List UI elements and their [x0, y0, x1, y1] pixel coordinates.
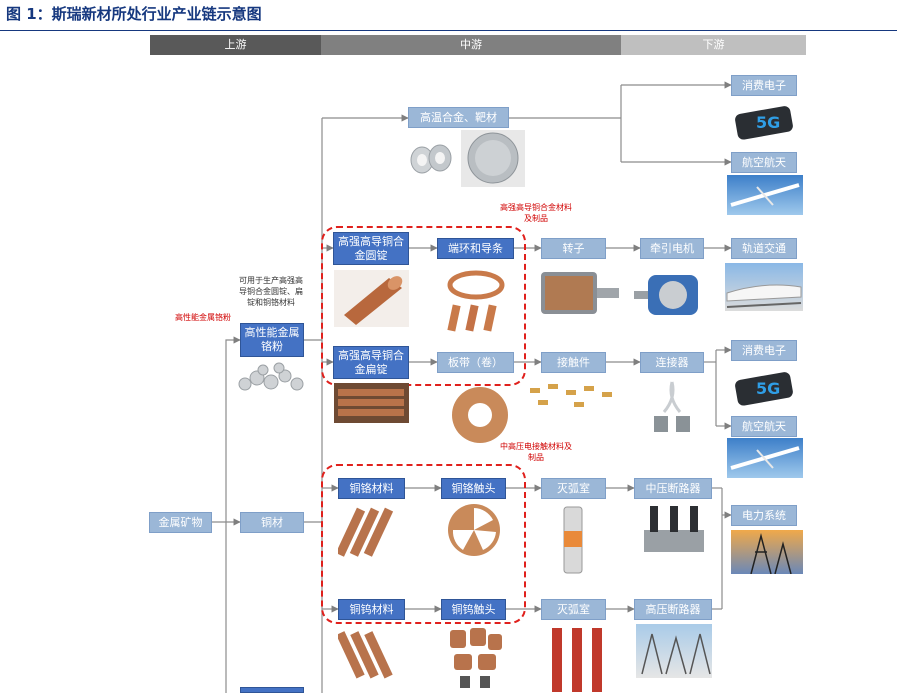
target-disc-image — [461, 130, 525, 187]
contact-parts-image — [524, 378, 622, 412]
node-rings-bars: 端环和导条 — [437, 238, 514, 259]
node-connector: 连接器 — [640, 352, 704, 373]
node-interrupter-1: 灭弧室 — [541, 478, 606, 499]
hv-contact-group — [321, 464, 526, 624]
node-cuw-material: 铜钨材料 — [338, 599, 405, 620]
node-hp-alloy-powder: 高性能金属铬粉 — [240, 323, 304, 357]
copper-coil-image — [446, 385, 514, 445]
power-tower-image — [731, 530, 803, 574]
node-cuw-contact: 铜钨触头 — [441, 599, 506, 620]
node-flat-ingot: 高强高导铜合金扁锭 — [333, 346, 409, 379]
cuw-contact-image — [444, 624, 506, 690]
traction-motor-image — [630, 265, 716, 323]
interrupter-image-1 — [556, 503, 590, 577]
node-rail-transit: 轨道交通 — [731, 238, 797, 259]
hv-contact-products-note: 中高压电接触材料及制品 — [500, 442, 572, 462]
copper-rod-image — [334, 270, 409, 327]
node-traction-motor: 牵引电机 — [640, 238, 704, 259]
mv-breaker-image — [638, 500, 710, 558]
cucr-bars-image — [338, 503, 404, 560]
copper-alloy-products-note: 高强高导铜合金材料及制品 — [500, 203, 572, 223]
node-cucr-contact: 铜铬触头 — [441, 478, 506, 499]
cucr-contact-image — [443, 502, 505, 558]
node-connector-part: 接触件 — [541, 352, 606, 373]
node-round-ingot: 高强高导铜合金圆锭 — [333, 232, 409, 265]
node-high-temp-alloy: 高温合金、靶材 — [408, 107, 509, 128]
node-consumer-electronics-2: 消费电子 — [731, 340, 797, 361]
node-strip-coil: 板带（卷） — [437, 352, 514, 373]
end-rings-bars-image — [438, 265, 513, 333]
copper-alloy-group — [321, 226, 526, 386]
title-rule — [0, 30, 897, 31]
smartphone-5g-image-2: 5G — [730, 364, 796, 406]
node-mv-breaker: 中压断路器 — [634, 478, 712, 499]
hv-substation-image — [636, 624, 712, 678]
aircraft-image-2 — [727, 438, 803, 478]
node-aerospace-2: 航空航天 — [731, 416, 797, 437]
svg-text:5G: 5G — [756, 379, 780, 398]
node-copper-material: 铜材 — [240, 512, 304, 533]
connector-cable-image — [646, 378, 698, 440]
hp-chrome-note: 高性能金属铬粉 — [175, 313, 231, 322]
cuw-bars-image — [338, 625, 404, 683]
node-aerospace-1: 航空航天 — [731, 152, 797, 173]
node-metal-powder: 金属矿物 — [149, 512, 212, 533]
stage-upstream: 上游 — [150, 35, 321, 55]
aircraft-image-1 — [727, 175, 803, 215]
smartphone-5g-image: 5G — [730, 98, 796, 140]
node-hv-breaker: 高压断路器 — [634, 599, 712, 620]
chrome-powder-image — [233, 358, 310, 396]
node-interrupter-2: 灭弧室 — [541, 599, 606, 620]
page-title: 图 1：斯瑞新材所处行业产业链示意图 — [6, 5, 262, 23]
node-consumer-electronics-1: 消费电子 — [731, 75, 797, 96]
node-power-system: 电力系统 — [731, 505, 797, 526]
rotor-image — [529, 262, 621, 324]
node-cucr-material: 铜铬材料 — [338, 478, 405, 499]
powder-usage-note: 可用于生产高强高导铜合金圆锭、扁锭和铜铬材料 — [239, 276, 303, 307]
flat-ingot-image — [334, 383, 409, 423]
node-partial-bottom — [240, 687, 304, 693]
stage-downstream: 下游 — [621, 35, 806, 55]
alloy-rolls-image — [408, 140, 453, 178]
interrupter-image-2 — [544, 624, 610, 693]
stage-midstream: 中游 — [321, 35, 621, 55]
svg-text:5G: 5G — [756, 113, 780, 132]
node-rotor: 转子 — [541, 238, 606, 259]
high-speed-train-image — [725, 263, 803, 311]
